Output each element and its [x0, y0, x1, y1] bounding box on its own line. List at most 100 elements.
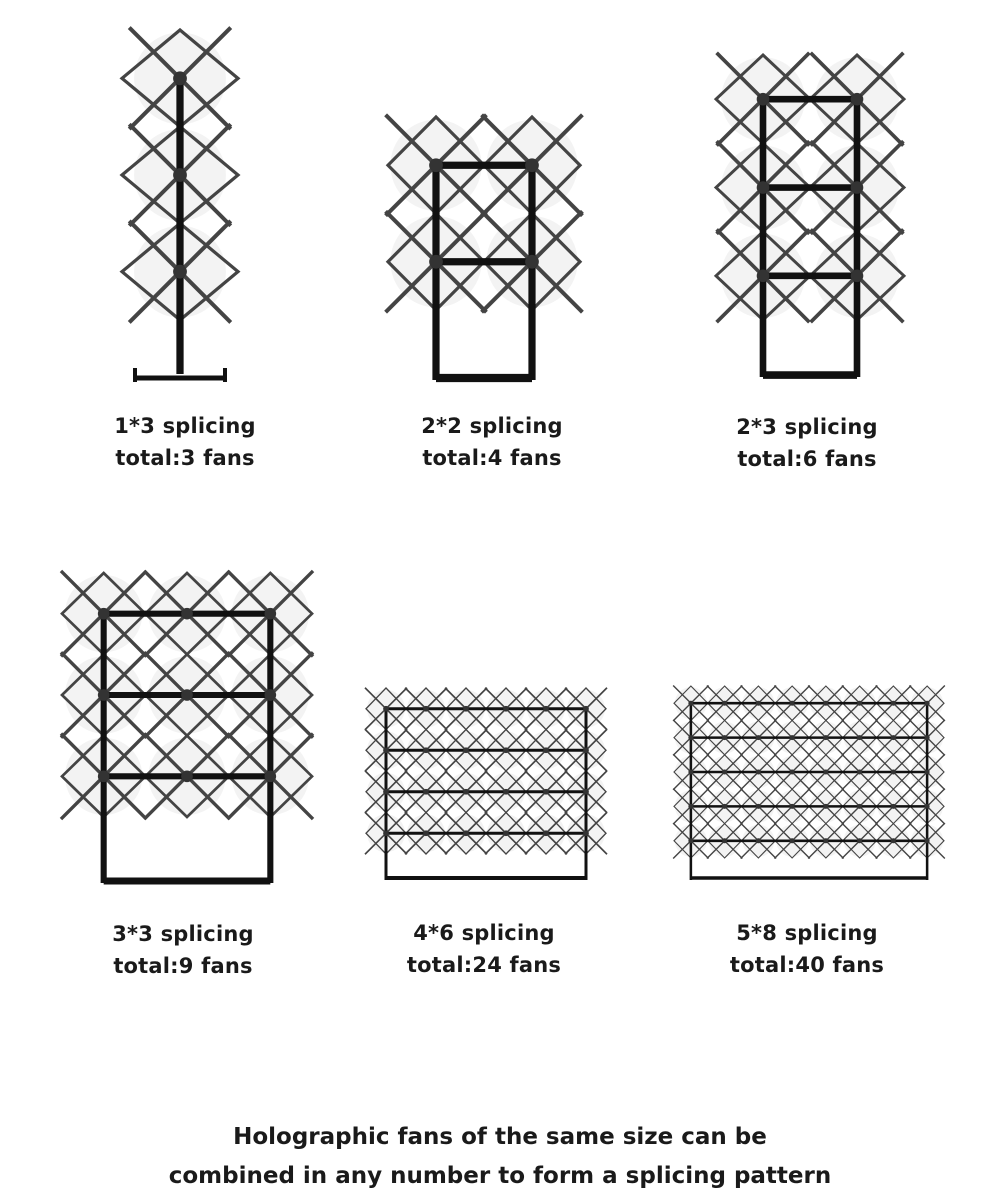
fan-hub	[97, 770, 110, 783]
fan-hub	[525, 158, 539, 173]
config-2x3	[710, 45, 910, 385]
fan-hub	[722, 769, 728, 775]
fan-hub	[463, 747, 469, 754]
fan-hub	[583, 788, 589, 795]
fan-hub	[503, 705, 509, 712]
fan-hub	[583, 747, 589, 754]
config-5x8-total: total:40 fans	[729, 953, 885, 977]
config-2x3-total: total:6 fans	[737, 447, 877, 471]
config-2x3-diagram	[713, 51, 907, 379]
config-5x8-diagram	[672, 684, 946, 880]
fan-hub	[543, 747, 549, 754]
fan-hub	[755, 803, 761, 809]
config-3x3-total: total:9 fans	[113, 954, 253, 978]
config-2x2-caption: 2*2 splicing total:4 fans	[392, 410, 592, 474]
fan-grid	[364, 687, 608, 880]
fan-grid	[59, 569, 315, 885]
fan-hub	[688, 838, 694, 844]
fan-grid	[713, 51, 907, 379]
fan-hub	[583, 830, 589, 837]
fan-hub	[543, 830, 549, 837]
fan-hub	[823, 838, 829, 844]
fan-hub	[755, 838, 761, 844]
fan-hub	[264, 607, 277, 620]
fan-hub	[688, 700, 694, 706]
fan-hub	[924, 803, 930, 809]
fan-hub	[722, 735, 728, 741]
config-2x3-name: 2*3 splicing	[736, 415, 878, 439]
fan-hub	[722, 700, 728, 706]
fan-hub	[823, 769, 829, 775]
lattice-diamond	[875, 822, 912, 859]
fan-hub	[823, 700, 829, 706]
config-5x8	[670, 682, 948, 882]
fan-hub	[429, 254, 443, 269]
fan-hub	[890, 838, 896, 844]
fan-hub	[543, 705, 549, 712]
fan-hub	[756, 92, 770, 106]
config-1x3-diagram	[119, 26, 241, 382]
fan-hub	[383, 747, 389, 754]
footer-line-1: Holographic fans of the same size can be	[233, 1124, 767, 1150]
fan-hub	[823, 735, 829, 741]
fan-hub	[583, 705, 589, 712]
fan-hub	[857, 735, 863, 741]
config-2x2	[380, 105, 590, 390]
fan-grid	[384, 113, 584, 383]
fan-hub	[722, 803, 728, 809]
fan-hub	[688, 735, 694, 741]
lattice-diamond	[485, 811, 527, 855]
lattice-diamond	[445, 811, 487, 855]
fan-hub	[383, 705, 389, 712]
fan-hub	[789, 769, 795, 775]
fan-hub	[857, 700, 863, 706]
fan-hub	[383, 788, 389, 795]
lattice-diamond	[841, 822, 878, 859]
fan-hub	[924, 700, 930, 706]
config-4x6	[362, 684, 610, 884]
fan-hub	[503, 830, 509, 837]
fan-hub	[789, 838, 795, 844]
config-5x8-name: 5*8 splicing	[736, 921, 878, 945]
fan-hub	[756, 181, 770, 194]
lattice-diamond	[525, 811, 567, 855]
fan-hub	[789, 803, 795, 809]
config-4x6-diagram	[364, 687, 608, 880]
config-2x2-total: total:4 fans	[422, 446, 562, 470]
fan-hub	[97, 607, 110, 620]
fan-hub	[181, 770, 193, 783]
lattice-diamond	[740, 822, 777, 859]
fan-hub	[755, 700, 761, 706]
fan-hub	[688, 769, 694, 775]
fan-hub	[890, 769, 896, 775]
fan-hub	[789, 735, 795, 741]
fan-hub	[924, 735, 930, 741]
lattice-diamond	[774, 822, 810, 859]
fan-hub	[423, 830, 429, 837]
fan-hub	[850, 269, 864, 283]
fan-hub	[722, 838, 728, 844]
fan-hub	[755, 769, 761, 775]
config-4x6-name: 4*6 splicing	[413, 921, 555, 945]
lattice-diamond	[808, 822, 844, 859]
fan-hub	[857, 769, 863, 775]
fan-hub	[97, 689, 110, 701]
lattice-diamond	[143, 733, 231, 819]
config-2x3-caption: 2*3 splicing total:6 fans	[707, 411, 907, 475]
config-3x3-caption: 3*3 splicing total:9 fans	[83, 918, 283, 982]
lattice-diamond	[706, 822, 743, 859]
config-3x3	[52, 565, 322, 890]
footer-line-2: combined in any number to form a splicin…	[168, 1163, 832, 1189]
fan-hub	[857, 803, 863, 809]
fan-hub	[429, 158, 443, 173]
fan-hub	[525, 254, 539, 269]
fan-hub	[850, 92, 864, 106]
fan-hub	[173, 168, 187, 182]
fan-hub	[924, 838, 930, 844]
fan-grid	[672, 684, 946, 880]
fan-hub	[181, 607, 193, 620]
config-4x6-total: total:24 fans	[406, 953, 562, 977]
fan-hub	[756, 269, 770, 283]
fan-hub	[383, 830, 389, 837]
fan-hub	[173, 71, 187, 86]
